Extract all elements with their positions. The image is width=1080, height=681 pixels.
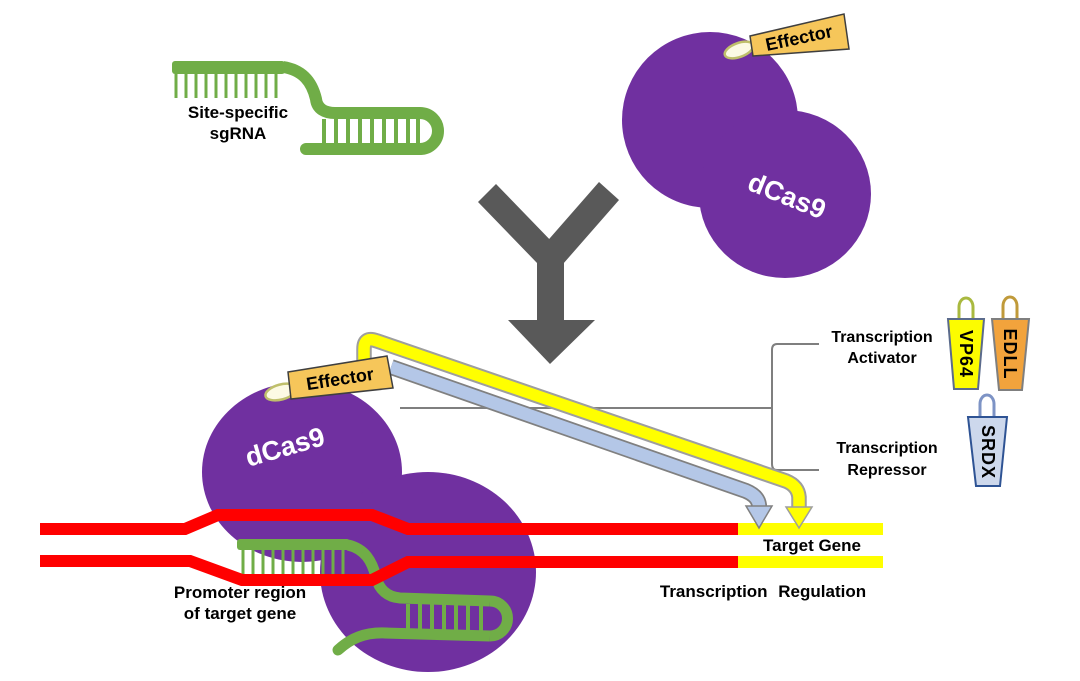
- activator-label-line1: Transcription: [831, 329, 932, 346]
- effector-domain-legend: VP64 EDLL SRDX: [946, 295, 1031, 487]
- merge-arrow-left-arm: [478, 184, 556, 264]
- repressor-label-line1: Transcription: [836, 440, 937, 457]
- dna-bottom-strand-red: [40, 555, 740, 586]
- edll-label: EDLL: [1000, 329, 1020, 380]
- sgrna-label-line2: sgRNA: [210, 124, 267, 143]
- sgrna-free: [172, 61, 444, 155]
- srdx-loop: [978, 393, 996, 418]
- activation-arrow-head: [784, 506, 814, 530]
- effector-tag-top: [749, 13, 850, 57]
- dna-top-strand-red: [40, 509, 740, 535]
- sgrna-hairpin: [281, 61, 444, 155]
- activation-arrow: [356, 331, 814, 530]
- dna-strands: [40, 509, 883, 586]
- sgrna-comb-bar: [172, 61, 285, 74]
- dcas9-protein-top: [622, 32, 871, 278]
- sgrna-comb-teeth: [174, 72, 278, 98]
- effector-tag-bottom: [287, 355, 394, 400]
- vp64-tag: [946, 318, 986, 390]
- promoter-label-line2: of target gene: [184, 604, 296, 623]
- srdx-label: SRDX: [978, 425, 998, 479]
- dcas9-top-lobe-lower: [699, 110, 871, 278]
- repression-arrow: [388, 359, 774, 530]
- activator-label-line2: Activator: [847, 350, 916, 367]
- srdx-tag: [966, 416, 1009, 487]
- legend-bracket: [771, 343, 819, 471]
- repression-arrow-head: [744, 505, 774, 530]
- merge-arrow: [478, 182, 619, 364]
- sgrna-label-line1: Site-specific: [188, 103, 288, 122]
- target-gene-label: Target Gene: [763, 536, 861, 555]
- merge-arrow-stem: [537, 242, 564, 324]
- sgrna-bound-comb-teeth: [241, 549, 345, 577]
- sgrna-hairpin-rungs: [322, 119, 420, 143]
- repressor-label-line2: Repressor: [847, 462, 926, 479]
- merge-arrow-head: [508, 320, 595, 364]
- sgrna-bound-comb-bar: [237, 539, 350, 550]
- promoter-label-line1: Promoter region: [174, 583, 306, 602]
- edll-tag: [990, 318, 1031, 391]
- sgrna-bound-hairpin-rungs: [406, 604, 483, 631]
- edll-loop: [1001, 295, 1019, 320]
- vp64-label: VP64: [956, 330, 976, 378]
- transcription-regulation-label: Transcription Regulation: [660, 582, 866, 601]
- vp64-loop: [957, 296, 975, 320]
